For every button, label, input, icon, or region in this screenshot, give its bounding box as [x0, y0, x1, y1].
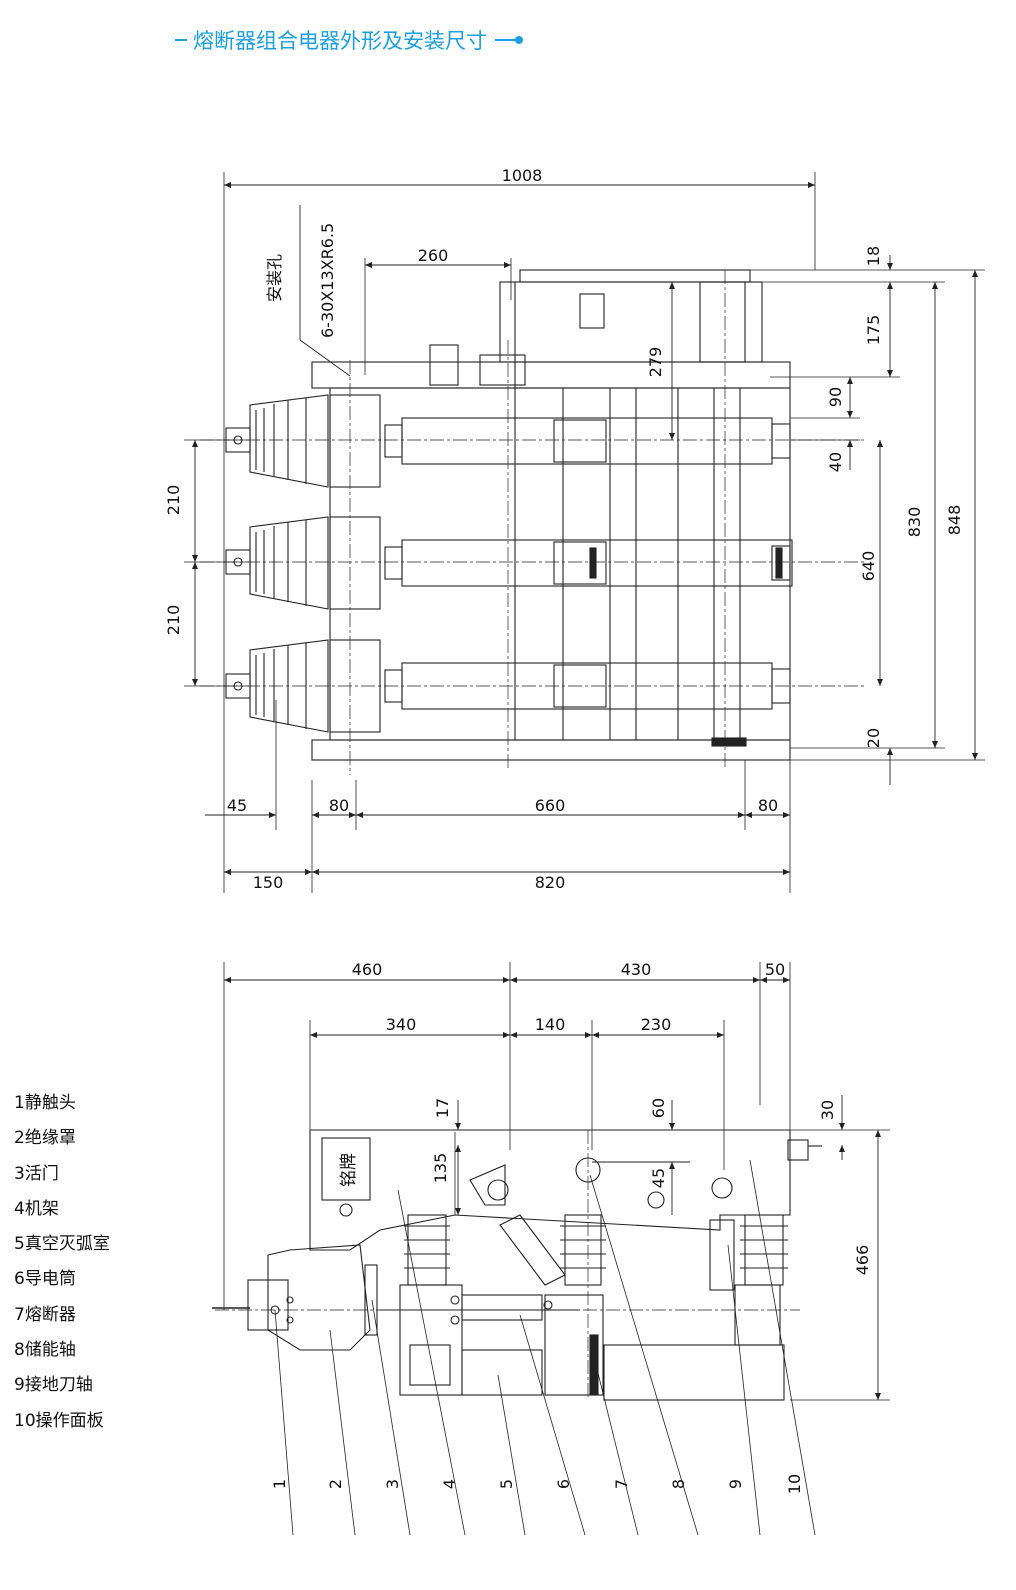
dim-660: 660 [535, 796, 566, 815]
legend-item: 10操作面板 [14, 1410, 104, 1431]
dim-175: 175 [864, 315, 883, 346]
top-view [184, 172, 985, 893]
callout-9: 9 [726, 1479, 745, 1489]
dim-60: 60 [649, 1098, 668, 1118]
dim-466: 466 [853, 1245, 872, 1276]
legend-item: 2绝缘罩 [14, 1128, 76, 1149]
dim-430: 430 [621, 960, 652, 979]
callout-3: 3 [383, 1479, 402, 1489]
legend-item: 8储能轴 [14, 1340, 76, 1361]
dim-150: 150 [253, 873, 284, 892]
callout-1: 1 [270, 1479, 289, 1489]
legend-item: 9接地刀轴 [14, 1375, 93, 1396]
dim-820: 820 [535, 873, 566, 892]
callout-4: 4 [440, 1479, 459, 1489]
top-frame [311, 269, 791, 761]
side-dimension-lines [224, 977, 881, 1400]
legend-item: 1静触头 [14, 1093, 76, 1113]
dim-50: 50 [765, 960, 785, 979]
callout-10: 10 [785, 1474, 804, 1494]
callout-8: 8 [669, 1479, 688, 1489]
dim-80-left: 80 [329, 796, 349, 815]
dim-45-side: 45 [649, 1168, 668, 1188]
top-dimension-lines [192, 182, 978, 875]
dim-90: 90 [826, 387, 845, 407]
title-text: 熔断器组合电器外形及安装尺寸 [193, 29, 487, 53]
parts-legend: 1静触头 2绝缘罩 3活门 4机架 5真空灭弧室 6导电筒 7熔断器 8储能轴 … [14, 1088, 164, 1441]
callout-2: 2 [326, 1479, 345, 1489]
dim-17: 17 [433, 1098, 452, 1118]
dim-30: 30 [818, 1100, 837, 1120]
dim-40: 40 [826, 452, 845, 472]
page-title: 熔断器组合电器外形及安装尺寸 [175, 24, 605, 56]
legend-item: 3活门 [14, 1163, 59, 1184]
nameplate-label: 铭牌 [339, 1153, 359, 1187]
legend-item: 6导电筒 [14, 1269, 76, 1290]
callout-numbers: 1 2 3 4 5 6 7 8 9 10 [270, 1474, 804, 1494]
dim-460: 460 [352, 960, 383, 979]
legend-item: 4机架 [14, 1198, 59, 1219]
callout-7: 7 [612, 1479, 631, 1489]
legend-item: 5真空灭弧室 [14, 1234, 110, 1255]
dim-mounting-hole: 6-30X13XR6.5 [318, 223, 337, 338]
side-centerlines [215, 1130, 800, 1400]
top-centerlines [200, 270, 865, 775]
top-row-2 [225, 516, 793, 610]
dim-830: 830 [905, 507, 924, 538]
nameplate-box [321, 1137, 371, 1201]
dim-230: 230 [641, 1015, 672, 1034]
callout-leaders [274, 1159, 816, 1536]
dim-848: 848 [945, 505, 964, 536]
title-dash [175, 39, 187, 41]
title-arrow-icon [495, 36, 523, 44]
dim-135: 135 [431, 1153, 450, 1184]
side-view [212, 962, 890, 1536]
callout-5: 5 [497, 1479, 516, 1489]
dim-260: 260 [418, 246, 449, 265]
dim-1008: 1008 [502, 166, 543, 185]
dim-140: 140 [535, 1015, 566, 1034]
callout-6: 6 [554, 1479, 573, 1489]
top-extension-lines [184, 172, 985, 893]
top-dimension-labels: 1008 260 6-30X13XR6.5 安装孔 18 175 279 90 … [164, 166, 964, 892]
dim-210-upper: 210 [164, 485, 183, 516]
legend-item: 7熔断器 [14, 1304, 76, 1325]
dim-279: 279 [646, 347, 665, 378]
dim-20: 20 [864, 728, 883, 748]
label-install-hole: 安装孔 [265, 254, 284, 302]
dim-45: 45 [227, 796, 247, 815]
dim-640: 640 [859, 551, 878, 582]
dim-80-right: 80 [758, 796, 778, 815]
dim-18: 18 [864, 246, 883, 266]
side-dimension-labels: 460 430 50 340 140 230 17 60 30 135 45 4… [339, 960, 872, 1275]
dim-210-lower: 210 [164, 605, 183, 636]
dim-340: 340 [386, 1015, 417, 1034]
